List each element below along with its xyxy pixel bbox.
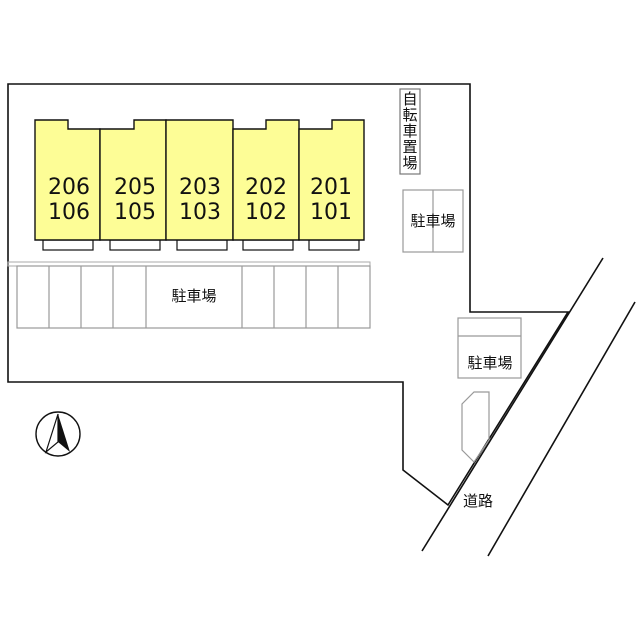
building: 206 106 205 105 203 103 202 102 201 101: [34, 119, 365, 251]
main-parking-lot: 駐車場: [7, 261, 371, 329]
north-arrow-icon: [35, 411, 81, 457]
road-label: 道路: [463, 492, 493, 510]
bicycle-parking: 自 転 車 置 場: [399, 88, 421, 175]
unit-balcony: [109, 239, 161, 251]
unit-outline: [232, 119, 300, 241]
unit-201-101: 201 101: [298, 119, 365, 251]
right-parking: 駐車場: [402, 189, 464, 253]
unit-label-upper: 205: [114, 175, 156, 200]
bicycle-parking-char: 場: [402, 154, 417, 172]
unit-balcony: [308, 239, 360, 251]
unit-203-103: 203 103: [165, 119, 234, 251]
unit-label-upper: 202: [245, 175, 287, 200]
bicycle-parking-outline: [399, 88, 421, 175]
parking-lot-outline: [16, 265, 371, 329]
right-parking-label: 駐車場: [410, 212, 455, 230]
lower-right-parking-outline: [457, 317, 522, 379]
main-parking-label: 駐車場: [171, 287, 216, 305]
unit-label-lower: 103: [179, 200, 221, 225]
parking-guide-strip: [7, 261, 371, 267]
parking-stall-dividers: [48, 266, 339, 328]
unit-outline: [298, 119, 365, 241]
bicycle-parking-char: 転: [402, 106, 417, 124]
road-edge-east: [487, 301, 636, 557]
road-edge-west: [421, 257, 604, 552]
unit-205-105: 205 105: [99, 119, 167, 251]
unit-label-upper: 206: [48, 175, 90, 200]
unit-206-106: 206 106: [34, 119, 101, 251]
unit-label-upper: 203: [179, 175, 221, 200]
bicycle-parking-char: 車: [402, 122, 417, 140]
bicycle-parking-char: 置: [402, 138, 417, 156]
lower-right-parking-label: 駐車場: [467, 354, 512, 372]
unit-label-lower: 101: [310, 200, 352, 225]
property-boundary: [7, 83, 570, 507]
road-side-pad: [461, 391, 490, 463]
bicycle-parking-char: 自: [402, 90, 417, 108]
unit-balcony: [42, 239, 94, 251]
unit-label-upper: 201: [310, 175, 352, 200]
unit-label-lower: 106: [48, 200, 90, 225]
unit-label-lower: 105: [114, 200, 156, 225]
unit-balcony: [176, 239, 228, 251]
unit-202-102: 202 102: [232, 119, 300, 251]
unit-label-lower: 102: [245, 200, 287, 225]
unit-balcony: [242, 239, 294, 251]
lower-right-parking: 駐車場: [457, 317, 522, 379]
